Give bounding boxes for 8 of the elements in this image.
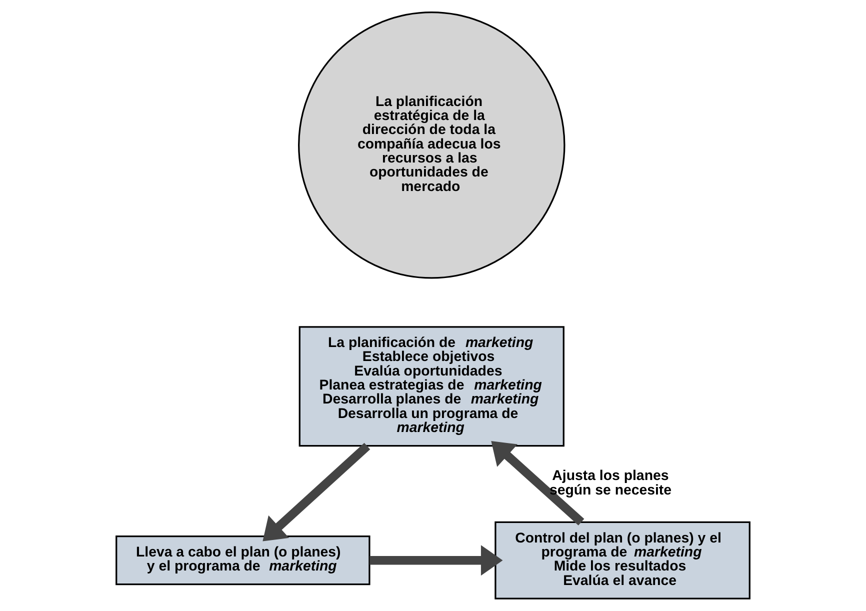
node-box: Lleva a cabo el plan (o planes) y el programa de marketing (116, 536, 370, 586)
arrow (491, 441, 584, 526)
node-box: Control del plan (o planes) y el programa de marketing Mide los resultados Evalúa el avance (494, 521, 750, 600)
edge-label: Ajusta los planes según se necesite (549, 468, 672, 498)
arrow (370, 545, 503, 576)
arrow (262, 442, 370, 542)
node-box: La planificación de marketing Establece objetivos Evalúa oportunidades Planea estrategias de marketing Desarrolla planes de marketing Desarrolla un programa de marketing (298, 326, 564, 447)
node-circle: La planificación estratégica de la dirección de toda la compañía adecua los recursos a las oportunidades de mercado (298, 12, 566, 279)
